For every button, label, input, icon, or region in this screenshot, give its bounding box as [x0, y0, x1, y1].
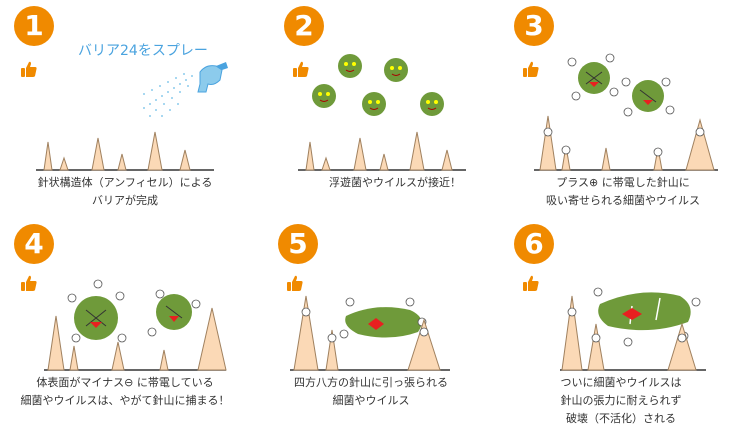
negative-charge-markers: [593, 287, 701, 347]
step-number-badge: 2: [284, 6, 324, 46]
step-number-badge: 1: [14, 6, 54, 46]
step-panel-3: 3 プラス⊕ に帯電した針山に 吸い寄せられる細菌やウイルス: [500, 0, 750, 220]
ruptured-microbe: [598, 292, 691, 331]
step-panel-2: 2 浮遊菌やウイルスが接近！: [250, 0, 500, 220]
barrier-scene: [36, 62, 228, 171]
capture-scene: [44, 279, 227, 371]
positive-charge-markers: [543, 127, 705, 157]
spray-bottle-icon: [197, 62, 228, 93]
step-panel-6: 6 ついに細菌やウイルスは 針山の張力に耐えられず 破壊（不活化）される: [500, 220, 750, 440]
spray-label: バリア24をスプレー: [78, 43, 208, 59]
step-panel-5: 5 四方八方の針山に引っ張られる 細菌やウイルス: [250, 220, 500, 440]
step-caption: 針状構造体（アンフィセル）による バリアが完成: [37, 176, 213, 207]
approach-scene: [298, 54, 466, 171]
step-caption: 四方八方の針山に引っ張られる 細菌やウイルス: [294, 376, 448, 407]
step-panel-4: 4 体表面がマイナス⊖ に帯電している 細菌やウイルスは、やがて針山に捕まる！: [0, 220, 250, 440]
step-number-badge: 3: [514, 6, 554, 46]
destruction-scene: [560, 287, 706, 371]
positive-charge-markers: [301, 307, 429, 343]
captured-microbes: [74, 294, 192, 340]
needle-spikes: [43, 131, 191, 171]
step-number-badge: 6: [514, 224, 554, 264]
positive-needle-spikes: [561, 295, 697, 371]
floating-microbes: [312, 54, 444, 116]
step-caption: プラス⊕ に帯電した針山に 吸い寄せられる細菌やウイルス: [546, 176, 700, 207]
step-caption: 浮遊菌やウイルスが接近！: [329, 176, 461, 189]
positive-needle-spikes: [293, 295, 441, 371]
negative-charge-markers: [567, 53, 675, 117]
step-caption: ついに細菌やウイルスは 針山の張力に耐えられず 破壊（不活化）される: [560, 376, 682, 425]
needle-spikes: [305, 131, 453, 171]
attraction-scene: [534, 53, 718, 171]
step-number-badge: 4: [14, 224, 54, 264]
positive-charge-markers: [567, 307, 687, 343]
positive-needle-spikes: [47, 307, 227, 371]
step-panel-1: 1 バリア24をスプレー 針状構造体（アンフィセル）による バリアが完成: [0, 0, 250, 220]
spray-mist: [143, 73, 193, 117]
charged-microbes: [578, 62, 664, 112]
positive-needle-spikes: [539, 115, 715, 171]
stretched-microbe: [345, 307, 422, 338]
negative-charge-markers: [67, 279, 201, 343]
tension-scene: [290, 295, 450, 371]
step-caption: 体表面がマイナス⊖ に帯電している 細菌やウイルスは、やがて針山に捕まる！: [20, 376, 230, 407]
step-number-badge: 5: [278, 224, 318, 264]
